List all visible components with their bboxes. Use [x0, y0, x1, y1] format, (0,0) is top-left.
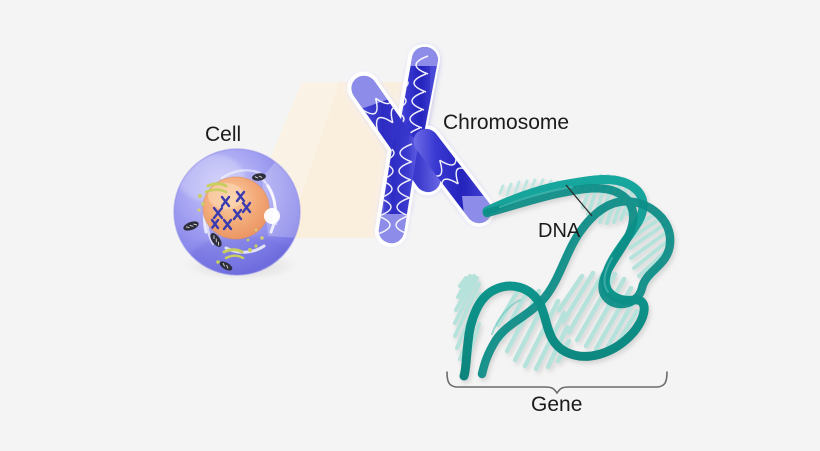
cell-organelles — [197, 182, 264, 264]
gene-brace — [446, 371, 668, 394]
dna-label: DNA — [538, 220, 581, 242]
dna-leader-line — [565, 184, 593, 217]
dna-illustration — [453, 174, 675, 381]
gene-label: Gene — [531, 393, 583, 416]
cell-label: Cell — [205, 123, 242, 146]
dna-highlights — [491, 186, 613, 335]
cell-mitochondria — [183, 173, 266, 271]
cell-vacuole — [264, 208, 280, 224]
chromosome-label: Chromosome — [443, 111, 570, 134]
dna-backbones — [459, 174, 675, 381]
nucleus-chromosomes — [210, 190, 252, 231]
